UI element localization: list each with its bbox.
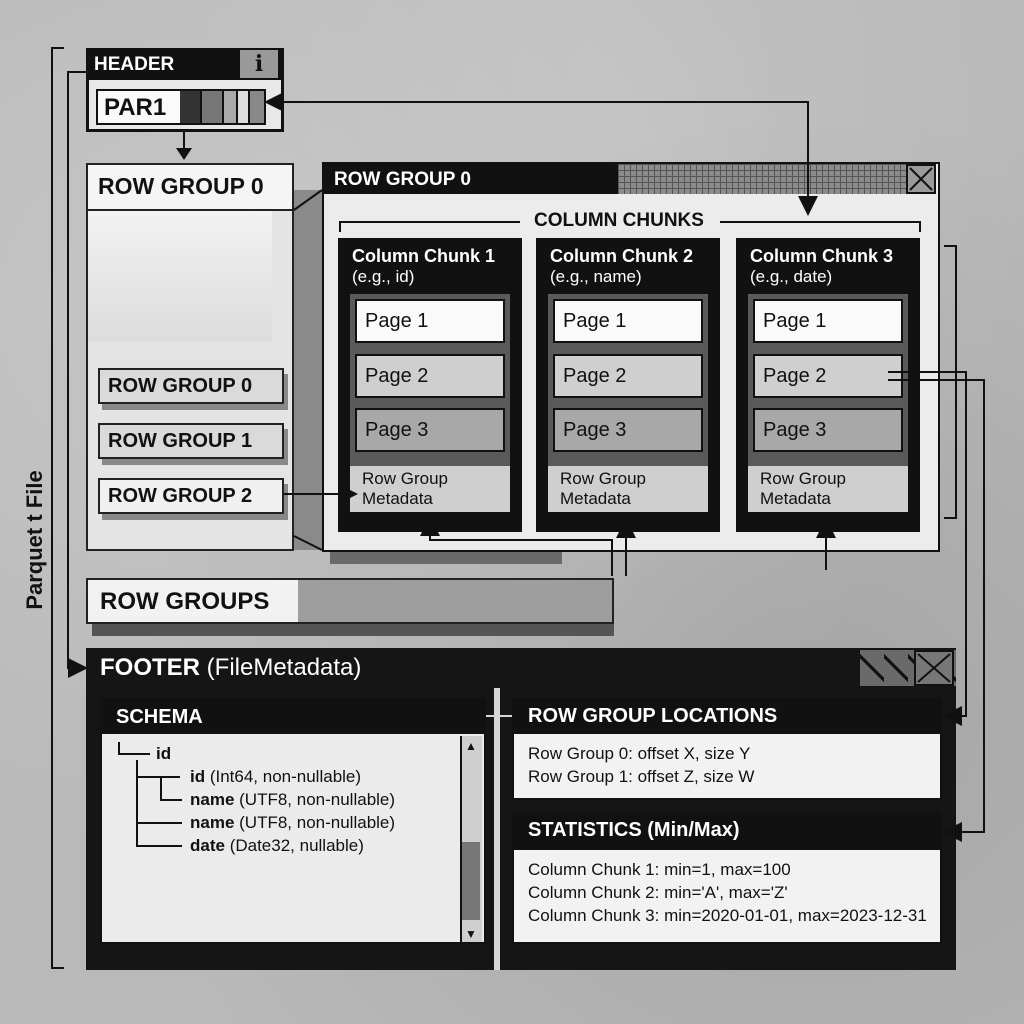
par1-connector [264,92,809,212]
header-footer-connector [67,71,88,678]
column-chunk-2-title: Column Chunk 2 [550,246,693,266]
chunk-2-page-1[interactable]: Page 1 [553,299,703,343]
page2-locations-connector [888,371,967,726]
footer-title-rest: (FileMetadata) [200,654,362,681]
info-icon[interactable]: i [240,50,278,78]
row-group-item-1[interactable]: ROW GROUP 1 [98,423,284,459]
footer-divider [494,688,500,970]
schema-field-name: id [156,744,172,763]
magic-bytes-stripes [180,91,264,123]
statistics-line: Column Chunk 1: min=1, max=100 [528,860,791,879]
chunk-1-metadata: Row Group Metadata [350,466,510,512]
schema-field-type: (Int64, non-nullable) [205,767,362,786]
statistics-line: Column Chunk 3: min=2020-01-01, max=2023… [528,906,927,925]
metadata-line-1: Row Group [760,469,846,488]
metadata-line-2: Metadata [760,489,831,508]
schema-row: id [156,744,171,764]
tree-line [118,753,150,755]
row-groups-bar-shadow [92,624,614,636]
column-chunk-3-title: Column Chunk 3 [750,246,893,266]
metadata-line-1: Row Group [560,469,646,488]
chunk-3-page-2[interactable]: Page 2 [753,354,903,398]
column-chunk-1-subtitle: (e.g., id) [352,267,415,286]
schema-field-name: name [190,790,235,809]
footer-title-bold: FOOTER [100,654,200,681]
file-bracket [51,47,64,969]
chunk-1-page-1[interactable]: Page 1 [355,299,505,343]
panel-grid-pattern [588,164,908,194]
row-groups-label: ROW GROUPS [88,580,298,622]
schema-field-name: id [190,767,206,786]
chunk-1-page-3[interactable]: Page 3 [355,408,505,452]
footer-close-icon[interactable] [914,650,954,686]
schema-row: name (UTF8, non-nullable) [190,813,395,833]
page2-statistics-connector [888,379,985,842]
tree-line [136,760,138,846]
footer-title: FOOTER (FileMetadata) [100,654,361,682]
tree-line [136,822,182,824]
schema-field-name: date [190,836,225,855]
row-group-item-2[interactable]: ROW GROUP 2 [98,478,284,514]
tree-line [136,776,180,778]
row-group-body [88,211,272,341]
schema-panel [100,698,486,944]
chunk-3-metadata: Row Group Metadata [748,466,908,512]
chunk-2-metadata: Row Group Metadata [548,466,708,512]
schema-row: date (Date32, nullable) [190,836,364,856]
metadata-line-2: Metadata [560,489,631,508]
metadata-up-arrow-1 [420,516,613,576]
column-chunk-1-title: Column Chunk 1 [352,246,495,266]
close-icon[interactable] [906,164,936,194]
row-group-item-0[interactable]: ROW GROUP 0 [98,368,284,404]
metadata-line-2: Metadata [362,489,433,508]
schema-field-type: (Date32, nullable) [224,836,364,855]
column-chunk-3-subtitle: (e.g., date) [750,267,833,286]
chunk-3-page-1[interactable]: Page 1 [753,299,903,343]
magic-number-label: PAR1 [104,94,167,121]
schema-field-name: name [190,813,235,832]
chunk-1-page-2[interactable]: Page 2 [355,354,505,398]
statistics-title: STATISTICS (Min/Max) [514,814,940,850]
tree-line [160,776,162,800]
row-group-panel-title: ROW GROUP 0 [324,164,618,194]
schema-field-type: (UTF8, non-nullable) [234,790,396,809]
chunk-3-page-3[interactable]: Page 3 [753,408,903,452]
row-group-locations-title: ROW GROUP LOCATIONS [514,700,940,734]
schema-row: id (Int64, non-nullable) [190,767,361,787]
scroll-down-icon[interactable]: ▼ [465,927,477,941]
metadata-line-1: Row Group [362,469,448,488]
tree-line [136,845,182,847]
panel-shadow [330,548,562,564]
schema-title: SCHEMA [102,700,484,734]
scroll-up-icon[interactable]: ▲ [465,739,477,753]
column-chunk-2-subtitle: (e.g., name) [550,267,642,286]
scroll-thumb[interactable] [462,842,480,920]
header-down-arrow [176,148,192,160]
schema-row: name (UTF8, non-nullable) [190,790,395,810]
statistics-line: Column Chunk 2: min='A', max='Z' [528,883,788,902]
location-line: Row Group 0: offset X, size Y [528,744,751,763]
column-chunks-title: COLUMN CHUNKS [528,210,710,232]
row-group-column-title: ROW GROUP 0 [88,165,292,211]
chunk-2-page-2[interactable]: Page 2 [553,354,703,398]
location-line: Row Group 1: offset Z, size W [528,767,755,786]
chunk-2-page-3[interactable]: Page 3 [553,408,703,452]
tree-line [160,799,182,801]
tree-line [118,742,120,754]
schema-field-type: (UTF8, non-nullable) [234,813,396,832]
